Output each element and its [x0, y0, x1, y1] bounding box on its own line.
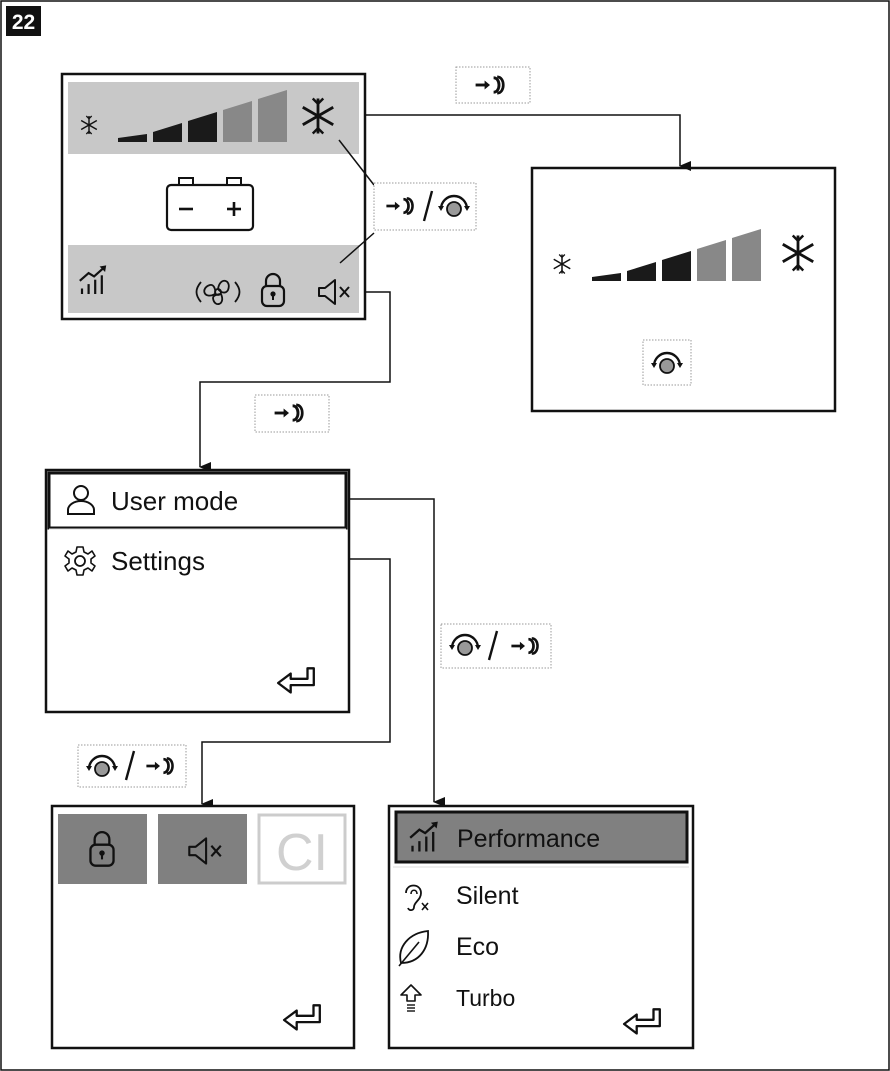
flow-arrow — [349, 498, 445, 807]
user-icon — [67, 485, 95, 515]
turbo-arrow-icon — [400, 984, 422, 1012]
settings-panel: CI — [50, 804, 356, 1050]
cooling-level-bars — [592, 229, 761, 281]
menu-item-user-mode[interactable] — [47, 471, 348, 530]
figure-number-badge: 22 — [6, 6, 41, 36]
user-mode-panel: Performance Silent Eco Turbo — [387, 804, 695, 1050]
rotate-knob-label — [642, 339, 692, 386]
cooling-level-bar — [153, 123, 182, 142]
rotate-or-push-label — [77, 744, 187, 788]
silent-ear-icon — [405, 884, 429, 912]
cooling-level-bar — [258, 90, 287, 142]
mode-item-label: Turbo — [456, 985, 515, 1011]
menu-panel: User mode Settings — [44, 468, 351, 714]
callout-line — [338, 139, 375, 186]
leaf-icon — [398, 930, 429, 967]
flow-arrow — [201, 558, 391, 809]
cooling-level-bar — [188, 112, 217, 142]
battery-icon — [165, 177, 255, 232]
mode-item-label: Performance — [457, 825, 600, 853]
gear-icon — [64, 546, 96, 576]
mode-item-label: Eco — [456, 933, 499, 961]
menu-item-label: Settings — [111, 546, 205, 576]
cooling-level-bar — [118, 134, 147, 142]
push-knob-label — [254, 394, 330, 433]
menu-item-label: User mode — [111, 486, 238, 516]
celsius-tile[interactable] — [257, 813, 347, 885]
cooling-level-bar — [223, 101, 252, 142]
cooling-level-bar — [697, 240, 726, 281]
figure-number: 22 — [12, 11, 35, 34]
lock-tile[interactable] — [58, 814, 147, 884]
flow-arrow — [365, 114, 691, 171]
fan-icon — [195, 279, 241, 305]
status-band — [68, 245, 359, 313]
push-knob-label — [455, 66, 531, 104]
cooling-level-bars — [118, 90, 287, 142]
celsius-icon: CI — [276, 824, 328, 882]
main-display — [60, 72, 367, 321]
cooling-level-bar — [592, 273, 621, 281]
cooling-level-bar — [662, 251, 691, 281]
cooling-level-bar — [732, 229, 761, 281]
mode-item-label: Silent — [456, 882, 519, 910]
callout-line — [339, 232, 375, 264]
rotate-or-push-label — [440, 623, 552, 669]
cooling-level-bar — [627, 262, 656, 281]
mode-item-performance[interactable] — [394, 810, 689, 864]
mute-tile[interactable] — [158, 814, 247, 884]
flow-arrow — [199, 291, 391, 472]
level-display — [530, 166, 837, 413]
push-or-rotate-label — [373, 182, 477, 231]
